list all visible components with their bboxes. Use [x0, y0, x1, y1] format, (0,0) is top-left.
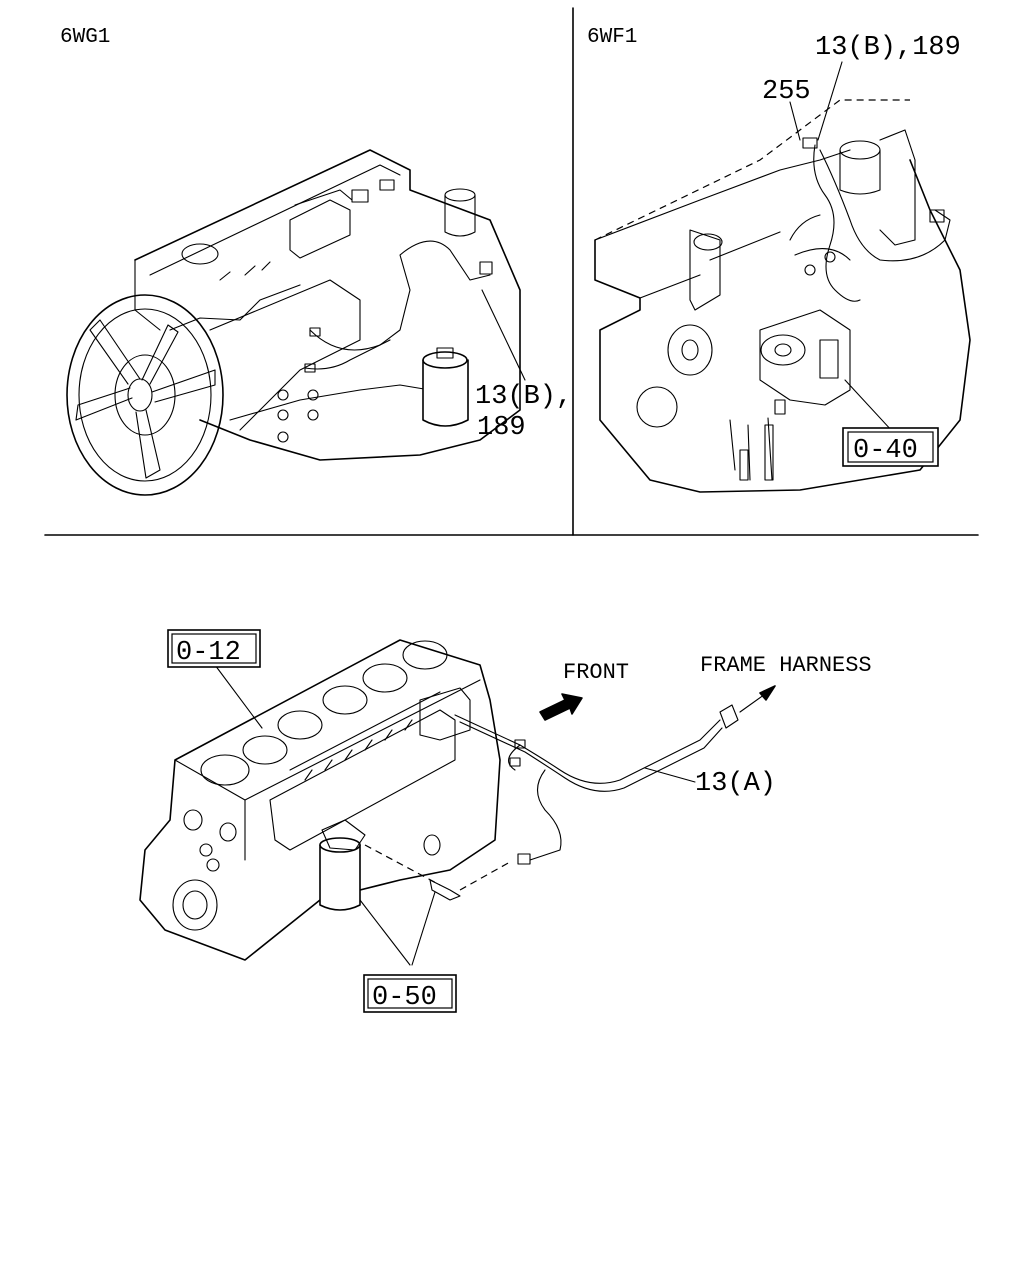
ref-box-0-50-label: 0-50 [372, 983, 437, 1013]
cylinder-block-illustration [139, 639, 776, 966]
callout-255: 255 [762, 77, 811, 107]
callout-13b-6wg1-line1: 13(B), [475, 382, 572, 412]
ref-box-0-50: 0-50 [363, 974, 457, 1013]
harness-13a-label: 13(A) [695, 769, 776, 799]
title-6wf1: 6WF1 [587, 26, 637, 49]
ref-box-0-12: 0-12 [167, 629, 261, 668]
engine-6wg1-illustration [66, 149, 526, 496]
callout-13b-189-6wf1: 13(B),189 [815, 33, 961, 63]
front-label: FRONT [563, 660, 629, 685]
ref-box-0-40-label: 0-40 [853, 436, 918, 466]
frame-harness-label: FRAME HARNESS [700, 653, 872, 678]
ref-box-0-40: 0-40 [842, 427, 939, 467]
title-6wg1: 6WG1 [60, 26, 110, 49]
callout-13b-6wg1-line2: 189 [477, 413, 526, 443]
engine-6wf1-illustration [594, 61, 971, 493]
ref-box-0-12-label: 0-12 [176, 638, 241, 668]
